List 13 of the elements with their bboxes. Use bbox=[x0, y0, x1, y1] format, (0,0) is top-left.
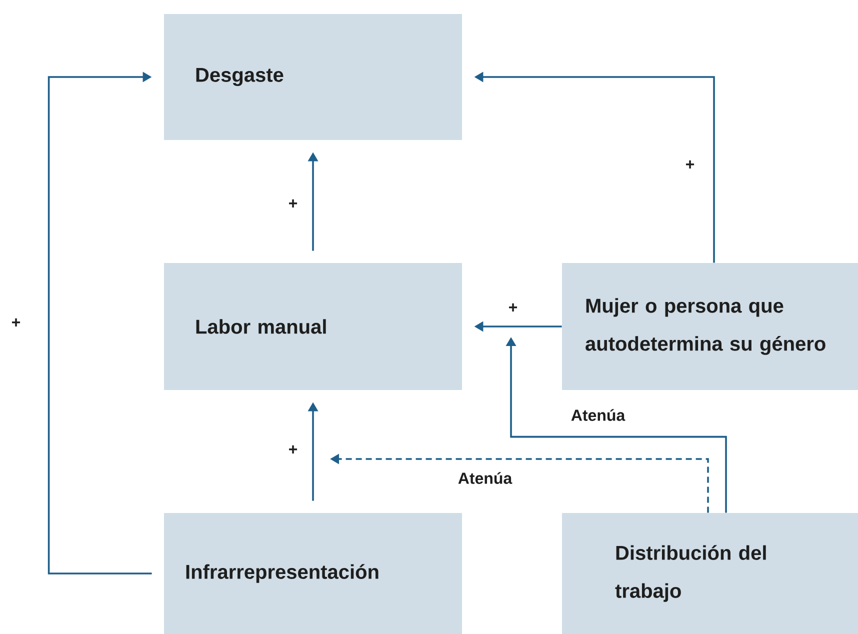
edge-label: Atenúa bbox=[458, 472, 512, 484]
edge-label: + bbox=[12, 318, 20, 326]
arrow bbox=[48, 72, 152, 574]
edge-label: Atenúa bbox=[571, 409, 626, 421]
process-box: Labor manual bbox=[164, 263, 462, 390]
process-box: Mujer o persona que autodetermina su género bbox=[562, 263, 858, 390]
process-box: Distribución del trabajo bbox=[562, 513, 858, 634]
process-box: Desgaste bbox=[164, 14, 462, 140]
edge-label: + bbox=[509, 303, 518, 312]
edge-label: + bbox=[686, 160, 694, 168]
process-box: Infrarrepresentación bbox=[164, 513, 462, 634]
edge-label: + bbox=[289, 199, 298, 208]
edge-label: + bbox=[289, 445, 298, 454]
